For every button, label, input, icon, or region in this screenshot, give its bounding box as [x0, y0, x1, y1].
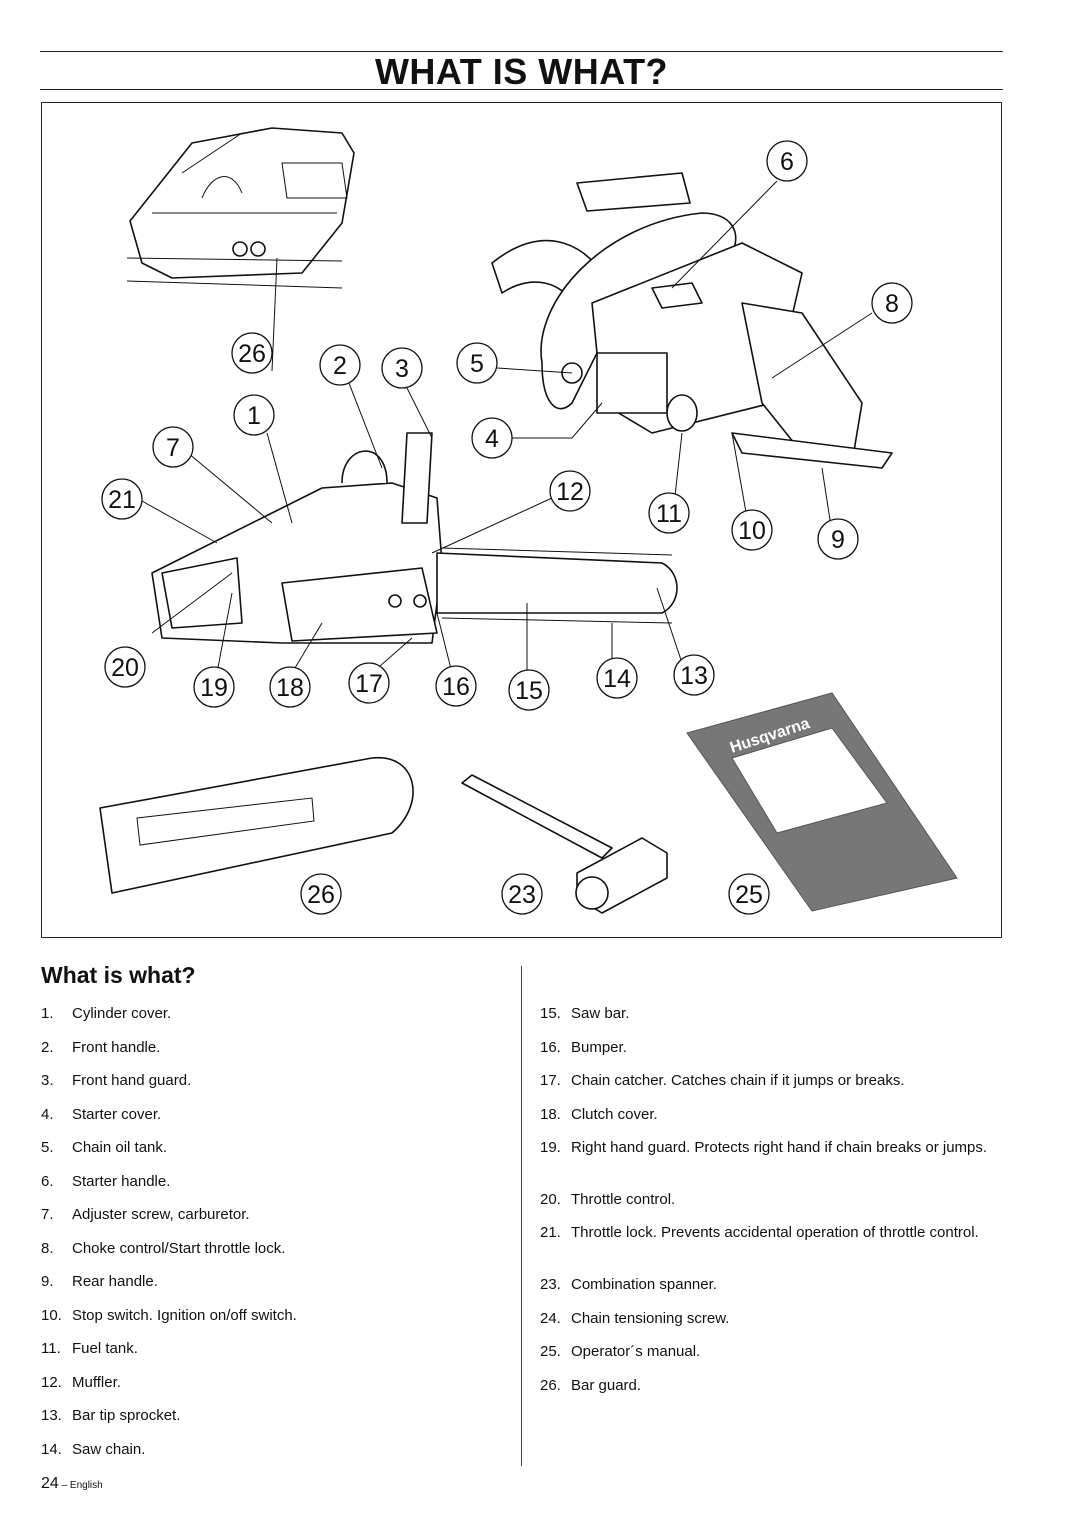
- column-divider: [521, 966, 522, 1466]
- svg-text:4: 4: [485, 425, 499, 453]
- svg-text:18: 18: [276, 674, 304, 702]
- callout-6: 6: [766, 140, 808, 182]
- callout-26: 26: [300, 873, 342, 915]
- callout-16: 16: [435, 665, 477, 707]
- callout-24: 26: [231, 332, 273, 374]
- svg-text:26: 26: [238, 340, 266, 368]
- list-item: 23.Combination spanner.: [540, 1276, 717, 1293]
- list-item: 6.Starter handle.: [41, 1173, 171, 1190]
- list-item: 14.Saw chain.: [41, 1441, 146, 1458]
- svg-text:23: 23: [508, 881, 536, 909]
- svg-text:3: 3: [395, 355, 409, 383]
- svg-text:16: 16: [442, 673, 470, 701]
- list-item: 11.Fuel tank.: [41, 1340, 138, 1357]
- svg-text:2: 2: [333, 352, 347, 380]
- spanner-drawing: [461, 774, 668, 914]
- chainsaw-diagram: Husqvarna 26: [99, 127, 958, 915]
- callout-19: 19: [193, 666, 235, 708]
- svg-text:6: 6: [780, 148, 794, 176]
- svg-text:21: 21: [108, 486, 136, 514]
- list-item: 10.Stop switch. Ignition on/off switch.: [41, 1307, 297, 1324]
- list-item: 5.Chain oil tank.: [41, 1139, 168, 1156]
- list-item: 9.Rear handle.: [41, 1273, 158, 1290]
- svg-text:19: 19: [200, 674, 228, 702]
- section-heading: What is what?: [41, 962, 196, 988]
- list-item: 4.Starter cover.: [41, 1106, 162, 1123]
- callout-18: 18: [269, 666, 311, 708]
- svg-text:17: 17: [355, 670, 383, 698]
- list-item: 21.Throttle lock. Prevents accidental op…: [540, 1224, 979, 1241]
- title-underline: [40, 89, 1003, 90]
- callout-2: 2: [319, 344, 361, 386]
- list-item: 19.Right hand guard. Protects right hand…: [540, 1139, 988, 1156]
- list-item: 24.Chain tensioning screw.: [540, 1310, 730, 1327]
- list-item: 25.Operator´s manual.: [540, 1343, 701, 1360]
- list-item: 26.Bar guard.: [540, 1377, 642, 1394]
- tension-detail-drawing: [126, 127, 355, 289]
- list-item: 17.Chain catcher. Catches chain if it ju…: [540, 1072, 905, 1089]
- callout-1: 1: [233, 394, 275, 436]
- list-item: 1.Cylinder cover.: [41, 1005, 172, 1022]
- callout-25: 25: [728, 873, 770, 915]
- parts-illustration: Husqvarna 26: [41, 102, 1002, 938]
- list-item: 13.Bar tip sprocket.: [41, 1407, 181, 1424]
- callout-17: 17: [348, 662, 390, 704]
- svg-text:20: 20: [111, 654, 139, 682]
- svg-text:10: 10: [738, 517, 766, 545]
- chainsaw-side-view-drawing: [151, 432, 678, 644]
- list-item: 8.Choke control/Start throttle lock.: [41, 1240, 286, 1257]
- callout-20: 20: [104, 646, 146, 688]
- callout-4: 4: [471, 417, 513, 459]
- callout-13: 13: [673, 654, 715, 696]
- chainsaw-top-view-drawing: [491, 172, 893, 469]
- list-item: 16.Bumper.: [540, 1039, 627, 1056]
- callout-7: 7: [152, 426, 194, 468]
- page-title: WHAT IS WHAT?: [374, 51, 669, 92]
- svg-text:26: 26: [307, 881, 335, 909]
- callout-9: 9: [817, 518, 859, 560]
- svg-text:11: 11: [656, 500, 682, 528]
- svg-text:5: 5: [470, 350, 484, 378]
- svg-text:15: 15: [515, 677, 543, 705]
- svg-text:14: 14: [603, 665, 631, 693]
- list-item: 20.Throttle control.: [540, 1191, 676, 1208]
- callout-23: 23: [501, 873, 543, 915]
- svg-text:25: 25: [735, 881, 763, 909]
- callout-11: 11: [648, 492, 690, 534]
- svg-text:8: 8: [885, 290, 899, 318]
- footer-language: – English: [58, 1480, 103, 1491]
- callout-5: 5: [456, 342, 498, 384]
- callout-14: 14: [596, 657, 638, 699]
- svg-text:7: 7: [166, 434, 180, 462]
- list-item: 15.Saw bar.: [540, 1005, 630, 1022]
- callout-8: 8: [871, 282, 913, 324]
- callout-15: 15: [508, 669, 550, 711]
- svg-text:13: 13: [680, 662, 708, 690]
- list-item: 2.Front handle.: [41, 1039, 161, 1056]
- svg-text:9: 9: [831, 526, 845, 554]
- callout-10: 10: [731, 509, 773, 551]
- callout-21: 21: [101, 478, 143, 520]
- list-item: 18.Clutch cover.: [540, 1106, 658, 1123]
- page-footer: 24 – English: [41, 1475, 103, 1493]
- list-item: 12.Muffler.: [41, 1374, 121, 1391]
- list-item: 3.Front hand guard.: [41, 1072, 192, 1089]
- list-item: 7.Adjuster screw, carburetor.: [41, 1206, 250, 1223]
- top-rule: [40, 51, 1003, 52]
- callout-12: 12: [549, 470, 591, 512]
- page-number: 24: [41, 1475, 59, 1492]
- bar-guard-drawing: [99, 757, 414, 894]
- operators-manual-drawing: Husqvarna: [686, 692, 958, 912]
- svg-text:12: 12: [556, 478, 584, 506]
- svg-text:1: 1: [247, 402, 261, 430]
- callout-3: 3: [381, 347, 423, 389]
